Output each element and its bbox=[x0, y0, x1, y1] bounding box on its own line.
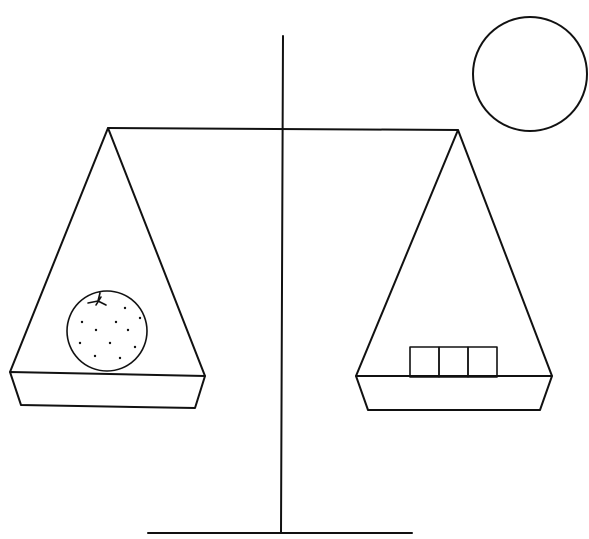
orange-peel-dots bbox=[79, 307, 141, 359]
right-pan bbox=[356, 376, 552, 410]
left-pan-group bbox=[10, 128, 205, 408]
circle-shape bbox=[473, 17, 587, 131]
orange-icon bbox=[67, 291, 147, 371]
orange-body bbox=[67, 291, 147, 371]
unit-cube-2 bbox=[439, 347, 468, 377]
right-pan-hanger bbox=[356, 130, 552, 376]
scale-beam bbox=[108, 128, 458, 130]
unit-cube-3 bbox=[468, 347, 497, 377]
scale-post bbox=[281, 36, 283, 533]
right-pan-group bbox=[356, 130, 552, 410]
left-pan bbox=[10, 372, 205, 408]
unit-cube-1 bbox=[410, 347, 439, 377]
left-pan-hanger bbox=[10, 128, 205, 376]
unit-cubes bbox=[410, 347, 497, 377]
